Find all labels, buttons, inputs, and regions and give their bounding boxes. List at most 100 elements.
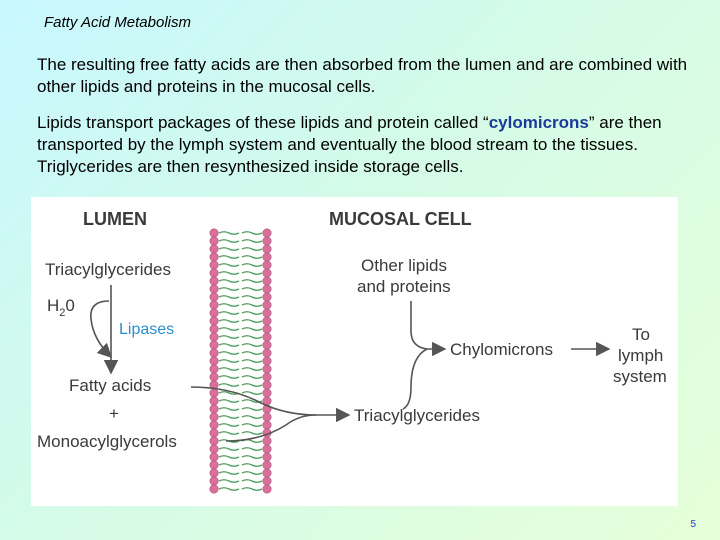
phospholipid-head	[262, 380, 272, 390]
hydrolysis-curve-arrow	[90, 300, 113, 359]
lipid-tail	[218, 447, 240, 451]
lipid-tail	[218, 463, 240, 467]
phospholipid-head	[209, 372, 219, 382]
phospholipid-head	[209, 348, 219, 358]
lipid-tail	[241, 335, 263, 339]
lipid-tail	[218, 415, 240, 419]
phospholipid-head	[262, 460, 272, 470]
lipid-tail	[241, 447, 263, 451]
phospholipid-head	[262, 236, 272, 246]
phospholipid-head	[209, 236, 219, 246]
phospholipid-head	[209, 324, 219, 334]
phospholipid-head	[209, 476, 219, 486]
cell-membrane	[209, 228, 272, 494]
lipid-tail	[241, 423, 263, 427]
lipid-tail	[218, 247, 240, 251]
phospholipid-head	[262, 300, 272, 310]
phospholipid-head	[209, 460, 219, 470]
phospholipid-head	[209, 340, 219, 350]
phospholipid-head	[262, 356, 272, 366]
lipid-absorption-diagram: LUMEN MUCOSAL CELL Triacylglycerides H20…	[31, 197, 678, 506]
lipid-tail	[218, 343, 240, 347]
lipid-tail	[218, 471, 240, 475]
phospholipid-head	[209, 404, 219, 414]
lipid-tail	[241, 351, 263, 355]
triacylglycerides-cell-label: Triacylglycerides	[354, 406, 480, 425]
lipids-path	[410, 300, 428, 350]
phospholipid-head	[262, 308, 272, 318]
lumen-heading: LUMEN	[83, 209, 147, 229]
phospholipid-head	[209, 436, 219, 446]
to-lymph-label-line2: lymph	[618, 346, 663, 365]
phospholipid-head	[262, 340, 272, 350]
lipid-tail	[218, 239, 240, 243]
phospholipid-head	[262, 476, 272, 486]
lipid-tail	[241, 487, 263, 491]
lipid-tail	[218, 295, 240, 299]
phospholipid-head	[209, 316, 219, 326]
lipid-tail	[241, 303, 263, 307]
lipid-tail	[241, 239, 263, 243]
lipid-tail	[241, 231, 263, 235]
phospholipid-head	[262, 468, 272, 478]
to-lymph-label-line1: To	[632, 325, 650, 344]
lipid-tail	[241, 295, 263, 299]
lipid-tail	[218, 479, 240, 483]
phospholipid-head	[209, 452, 219, 462]
lipid-tail	[218, 319, 240, 323]
phospholipid-head	[262, 332, 272, 342]
lipid-tail	[241, 463, 263, 467]
lipid-tail	[218, 423, 240, 427]
lipid-tail	[218, 455, 240, 459]
water-label: H20	[47, 296, 75, 319]
lipid-tail	[241, 471, 263, 475]
lipid-tail	[218, 359, 240, 363]
lipid-tail	[241, 391, 263, 395]
lipid-tail	[218, 263, 240, 267]
lipid-tail	[241, 311, 263, 315]
phospholipid-head	[262, 420, 272, 430]
phospholipid-head	[209, 356, 219, 366]
lipid-tail	[218, 399, 240, 403]
fatty-acids-path	[190, 386, 317, 416]
lipid-tail	[218, 407, 240, 411]
phospholipid-head	[209, 244, 219, 254]
lipid-tail	[241, 279, 263, 283]
paragraph-text: Lipids transport packages of these lipid…	[37, 113, 489, 132]
phospholipid-head	[209, 308, 219, 318]
phospholipid-head	[209, 388, 219, 398]
chylomicrons-label: Chylomicrons	[450, 340, 553, 359]
lipid-tail	[241, 375, 263, 379]
phospholipid-head	[209, 332, 219, 342]
monoacylglycerols-path	[225, 414, 317, 442]
tg-path	[402, 348, 428, 410]
phospholipid-head	[262, 252, 272, 262]
lipid-tail	[241, 247, 263, 251]
triacylglycerides-lumen-label: Triacylglycerides	[45, 260, 171, 279]
page-number: 5	[690, 519, 696, 530]
paragraph-text: ” are then transported by the lymph syst…	[37, 113, 662, 176]
lipid-tail	[218, 311, 240, 315]
phospholipid-head	[209, 284, 219, 294]
phospholipid-head	[209, 420, 219, 430]
lipid-tail	[241, 455, 263, 459]
lipid-tail	[218, 383, 240, 387]
phospholipid-head	[262, 316, 272, 326]
phospholipid-head	[262, 292, 272, 302]
lipid-tail	[241, 287, 263, 291]
phospholipid-head	[262, 364, 272, 374]
phospholipid-head	[262, 452, 272, 462]
other-lipids-label: Other lipids	[361, 256, 447, 275]
mucosal-cell-heading: MUCOSAL CELL	[329, 209, 472, 229]
lipid-tail	[218, 375, 240, 379]
phospholipid-head	[209, 260, 219, 270]
diagram-canvas: LUMEN MUCOSAL CELL Triacylglycerides H20…	[37, 209, 667, 494]
paragraph-absorption: The resulting free fatty acids are then …	[37, 55, 688, 96]
phospholipid-head	[262, 260, 272, 270]
lipid-tail	[218, 287, 240, 291]
phospholipid-head	[262, 388, 272, 398]
phospholipid-head	[209, 444, 219, 454]
lipid-tail	[218, 487, 240, 491]
lipid-tail	[241, 319, 263, 323]
phospholipid-head	[262, 324, 272, 334]
